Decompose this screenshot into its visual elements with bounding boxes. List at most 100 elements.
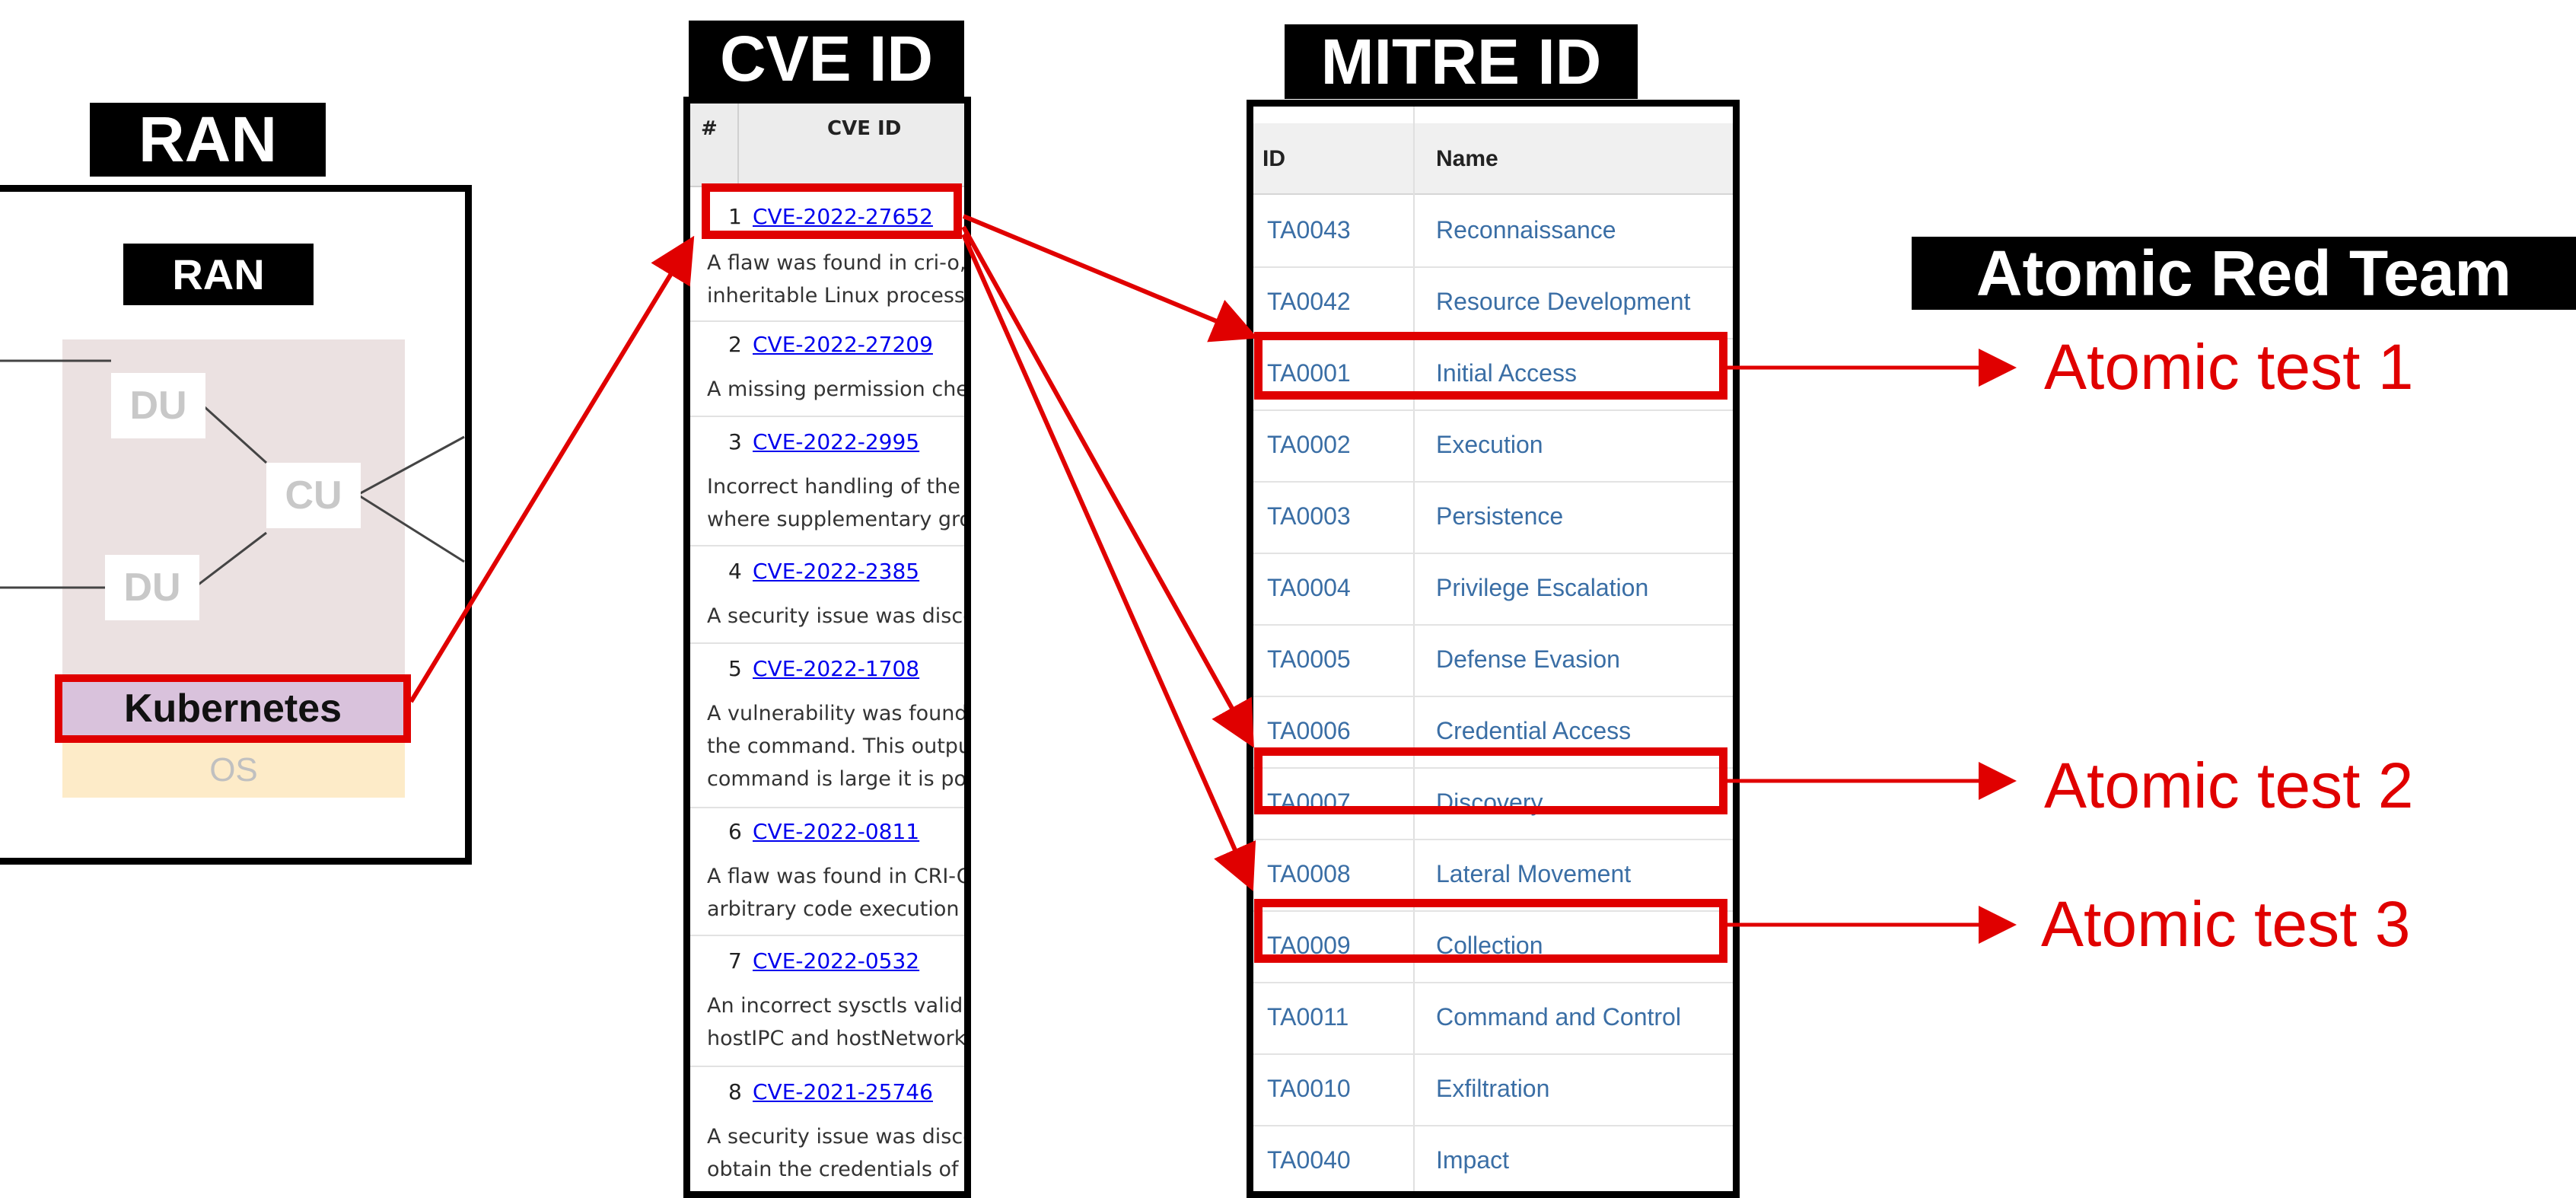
arrow-cve-to-discovery (961, 225, 1254, 748)
cve-link[interactable]: CVE-2022-2385 (753, 559, 920, 584)
cve-link[interactable]: CVE-2022-27209 (753, 332, 933, 357)
arrow-cve-to-collection (961, 233, 1256, 891)
mitre-tactic-id[interactable]: TA0040 (1267, 1146, 1351, 1174)
mitre-row[interactable]: TA0004 Privilege Escalation (1253, 553, 1733, 626)
mitre-id-title: MITRE ID (1285, 24, 1638, 99)
ran-panel: RAN DU CU DU Kubernetes OS (0, 185, 472, 865)
mitre-row[interactable]: TA0011 Command and Control (1253, 982, 1733, 1055)
cve-row-number: 2 (728, 332, 742, 357)
mitre-highlight-collection (1254, 899, 1727, 963)
cve-row-number: 5 (728, 656, 742, 681)
cve-description-line: arbitrary code execution a (707, 897, 971, 921)
mitre-tactic-name[interactable]: Reconnaissance (1436, 216, 1616, 244)
kubernetes-layer[interactable]: Kubernetes (55, 674, 411, 743)
cve-link[interactable]: CVE-2022-0532 (753, 948, 920, 973)
cve-description-line: obtain the credentials of t (707, 1158, 971, 1181)
mitre-row[interactable]: TA0005 Defense Evasion (1253, 624, 1733, 697)
mitre-tactic-name[interactable]: Resource Development (1436, 288, 1691, 315)
mitre-tactic-name[interactable]: Exfiltration (1436, 1075, 1550, 1102)
cve-link[interactable]: CVE-2021-25746 (753, 1079, 933, 1104)
mitre-tactic-name[interactable]: Initial Access (1436, 359, 1577, 387)
mitre-table-header: ID Name (1253, 123, 1733, 195)
cve-description-line: A security issue was disco (707, 1125, 971, 1149)
mitre-row[interactable]: TA0010 Exfiltration (1253, 1053, 1733, 1126)
ran-title: RAN (90, 103, 326, 177)
mitre-name-header: Name (1436, 146, 1498, 171)
cve-description-line: A vulnerability was found i (707, 702, 971, 725)
cve-description-line: A flaw was found in CRI-O (707, 865, 971, 888)
cve-description-line: inheritable Linux process c (707, 284, 971, 307)
cve-link[interactable]: CVE-2022-0811 (753, 819, 920, 844)
mitre-row[interactable]: TA0040 Impact (1253, 1125, 1733, 1191)
mitre-tactic-id[interactable]: TA0010 (1267, 1075, 1351, 1102)
mitre-tactic-name[interactable]: Lateral Movement (1436, 860, 1632, 887)
mitre-highlight-initial-access (1254, 332, 1727, 400)
cve-highlight-box (702, 183, 962, 239)
cve-link[interactable]: CVE-2022-1708 (753, 656, 920, 681)
mitre-row[interactable]: TA0006 Credential Access (1253, 696, 1733, 769)
arrow-kubernetes-to-cve (409, 235, 695, 703)
cve-id-title: CVE ID (689, 21, 964, 97)
mitre-tactic-id[interactable]: TA0011 (1267, 1003, 1349, 1031)
cve-description-line: command is large it is pos (707, 767, 971, 791)
mitre-tactic-id[interactable]: TA0043 (1267, 216, 1351, 244)
cve-row-divider (690, 642, 964, 644)
mitre-tactic-id[interactable]: TA0004 (1267, 574, 1351, 601)
cve-description-line: Incorrect handling of the s (707, 475, 971, 499)
cve-header-divider (737, 104, 739, 186)
du-bottom-node: DU (105, 555, 199, 620)
cve-table-header: # CVE ID (690, 104, 964, 187)
mitre-tactic-name[interactable]: Privilege Escalation (1436, 574, 1649, 601)
mitre-id-header: ID (1263, 146, 1285, 171)
mitre-tactic-name[interactable]: Impact (1436, 1146, 1510, 1174)
mitre-tactic-name[interactable]: Persistence (1436, 502, 1564, 530)
mitre-highlight-discovery (1254, 747, 1727, 814)
mitre-tactic-name[interactable]: Command and Control (1436, 1003, 1681, 1031)
mitre-tactic-name[interactable]: Execution (1436, 431, 1543, 458)
mitre-row[interactable]: TA0008 Lateral Movement (1253, 839, 1733, 912)
mitre-panel: ID Name TA0043 Reconnaissance TA0042 Resou… (1247, 100, 1740, 1198)
cve-row-divider (690, 545, 964, 546)
cve-row-number: 8 (728, 1079, 742, 1104)
cve-row-number: 3 (728, 429, 742, 454)
ran-inner-label: RAN (123, 244, 314, 305)
cve-description-line: A missing permission chec (707, 378, 971, 401)
mitre-tactic-name[interactable]: Credential Access (1436, 717, 1632, 744)
cve-description-line: An incorrect sysctls validat (707, 994, 971, 1018)
mitre-tactic-id[interactable]: TA0042 (1267, 288, 1351, 315)
cve-row-divider (690, 1066, 964, 1067)
mitre-tactic-name[interactable]: Defense Evasion (1436, 645, 1620, 673)
cve-link[interactable]: CVE-2022-2995 (753, 429, 920, 454)
cve-description-line: hostIPC and hostNetwork (707, 1027, 966, 1050)
cve-link[interactable]: CVE-2022-27652 (753, 204, 933, 229)
atomic-test-2-label: Atomic test 2 (2044, 750, 2414, 821)
du-top-node: DU (111, 373, 205, 438)
atomic-red-team-title: Atomic Red Team (1912, 237, 2576, 310)
mitre-tactic-id[interactable]: TA0008 (1267, 860, 1351, 887)
mitre-tactic-id[interactable]: TA0002 (1267, 431, 1351, 458)
mitre-tactic-id[interactable]: TA0003 (1267, 502, 1351, 530)
cve-description-line: the command. This output (707, 734, 971, 758)
mitre-row[interactable]: TA0003 Persistence (1253, 481, 1733, 554)
cve-row-number: 7 (728, 948, 742, 973)
mitre-row[interactable]: TA0043 Reconnaissance (1253, 195, 1733, 268)
mitre-row[interactable]: TA0001 Initial Access (1253, 338, 1733, 411)
mitre-row[interactable]: TA0042 Resource Development (1253, 266, 1733, 339)
mitre-tactic-id[interactable]: TA0001 (1267, 359, 1351, 387)
cve-row-number: 1 (728, 204, 742, 229)
arrow-cve-to-initial-access (962, 214, 1259, 343)
mitre-column-divider (1413, 107, 1415, 1191)
mitre-tactic-id[interactable]: TA0006 (1267, 717, 1351, 744)
cve-row-number: 4 (728, 559, 742, 584)
ran-connections (0, 359, 465, 589)
cve-panel: # CVE ID 1 CVE-2022-27652 A flaw was fou… (683, 97, 971, 1198)
cve-row-number: 6 (728, 819, 742, 844)
cve-row-divider (690, 416, 964, 417)
mitre-row[interactable]: TA0002 Execution (1253, 409, 1733, 483)
cve-description-line: A security issue was disco (707, 604, 971, 628)
mitre-tactic-id[interactable]: TA0005 (1267, 645, 1351, 673)
cve-row-divider (690, 320, 964, 322)
os-layer: OS (62, 743, 405, 798)
atomic-test-3-label: Atomic test 3 (2041, 888, 2411, 960)
